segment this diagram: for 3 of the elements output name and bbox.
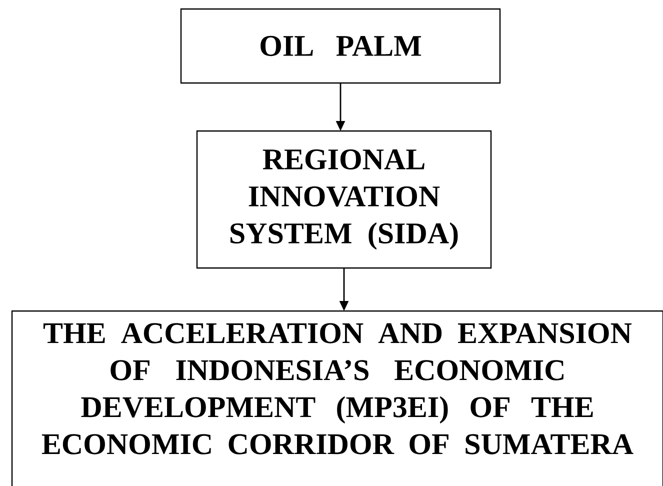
process-box: THE ACCELERATION AND EXPANSION OF INDONESIA’S ECONOMIC DEVELOPMENT (MP3EI) OF THE ECONOMIC CORRIDOR OF SUMATERA [11, 310, 663, 486]
process-box: OIL PALM [180, 8, 501, 84]
process-box: REGIONAL INNOVATION SYSTEM (SIDA) [196, 130, 492, 269]
